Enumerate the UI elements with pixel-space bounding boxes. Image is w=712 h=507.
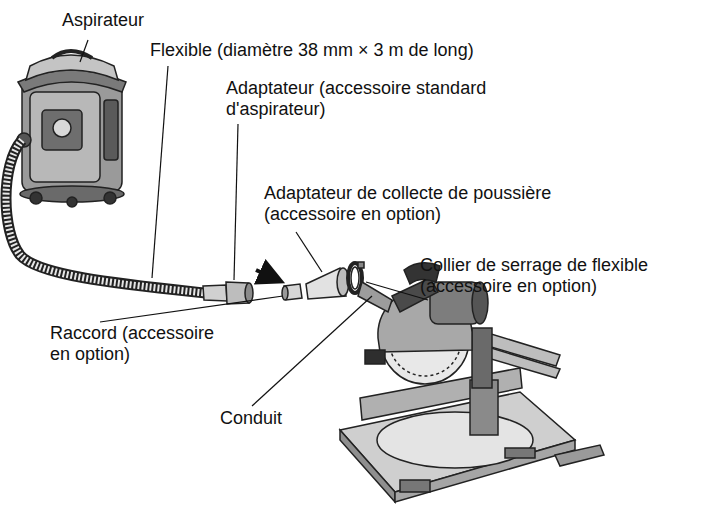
vacuum-adapter	[203, 282, 253, 304]
vacuum-cleaner-part	[26, 55, 118, 80]
vacuum-cleaner-part	[22, 80, 122, 192]
vacuum-cleaner	[17, 51, 126, 207]
leader-lines-part	[100, 296, 283, 322]
coupler-part	[282, 286, 288, 300]
dust-adapter	[306, 268, 349, 299]
vacuum-cleaner-part	[30, 192, 42, 204]
hose-clamp-part	[358, 262, 364, 268]
vacuum-cleaner-part	[53, 119, 71, 137]
leader-lines-part	[296, 232, 322, 272]
miter-saw-part	[472, 328, 492, 388]
coupler	[282, 284, 302, 300]
vacuum-cleaner-part	[104, 192, 116, 204]
direction-arrow	[256, 270, 280, 281]
leader-lines-part	[234, 124, 238, 280]
part-label: Raccord (accessoire en option)	[50, 323, 238, 364]
miter-saw	[340, 263, 604, 502]
miter-saw-part	[365, 350, 385, 364]
part-label: Adaptateur (accessoire standard d'aspira…	[226, 78, 488, 119]
miter-saw-part	[377, 412, 533, 468]
part-label: Aspirateur	[62, 10, 144, 31]
part-label: Collier de serrage de flexible (accessoi…	[420, 255, 705, 296]
leader-lines-part	[252, 296, 372, 406]
hose	[6, 140, 205, 293]
leader-lines-part	[152, 66, 168, 278]
hose-part	[6, 140, 205, 293]
vacuum-adapter-part	[203, 285, 227, 301]
vacuum-cleaner-part	[42, 110, 82, 150]
leader-lines-part	[80, 40, 88, 62]
miter-saw-part	[400, 480, 430, 492]
vacuum-cleaner-part	[104, 100, 118, 160]
vacuum-cleaner-part	[67, 197, 77, 207]
part-label: Adaptateur de collecte de poussière (acc…	[264, 183, 599, 224]
vacuum-cleaner-part	[30, 92, 100, 182]
part-label: Flexible (diamètre 38 mm × 3 m de long)	[150, 40, 474, 61]
leader-lines-part	[366, 282, 428, 300]
miter-saw-part	[358, 282, 392, 312]
miter-saw-part	[505, 448, 535, 458]
vacuum-cleaner-part	[52, 51, 92, 58]
hose-part	[6, 140, 205, 293]
hose-clamp-part	[351, 267, 359, 289]
miter-saw-part	[555, 445, 604, 466]
part-label: Conduit	[220, 408, 282, 429]
